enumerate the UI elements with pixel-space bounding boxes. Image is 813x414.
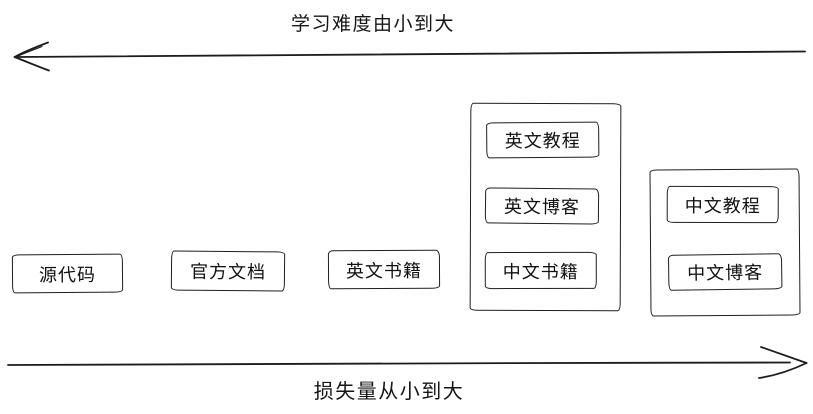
group-english-resources: 英文教程 英文博客 中文书籍 [469,102,622,312]
node-english-books: 英文书籍 [327,249,441,290]
difficulty-axis-label: 学习难度由小到大 [290,14,455,35]
node-label: 英文书籍 [345,260,423,281]
node-official-docs: 官方文档 [170,250,286,292]
loss-axis-label: 损失量从小到大 [313,381,465,403]
node-label: 英文教程 [504,130,581,152]
node-source-code: 源代码 [11,253,124,294]
node-chinese-books: 中文书籍 [484,251,597,290]
node-label: 中文博客 [687,262,764,284]
group-chinese-resources: 中文教程 中文博客 [649,168,801,317]
node-label: 中文教程 [684,195,761,216]
node-label: 英文博客 [503,196,581,218]
node-label: 源代码 [38,264,97,285]
node-label: 官方文档 [189,261,267,283]
node-english-tutorials: 英文教程 [486,121,600,159]
node-english-blogs: 英文博客 [484,187,600,225]
node-chinese-tutorials: 中文教程 [666,185,779,224]
node-label: 中文书籍 [502,261,579,282]
node-chinese-blogs: 中文博客 [667,253,783,291]
